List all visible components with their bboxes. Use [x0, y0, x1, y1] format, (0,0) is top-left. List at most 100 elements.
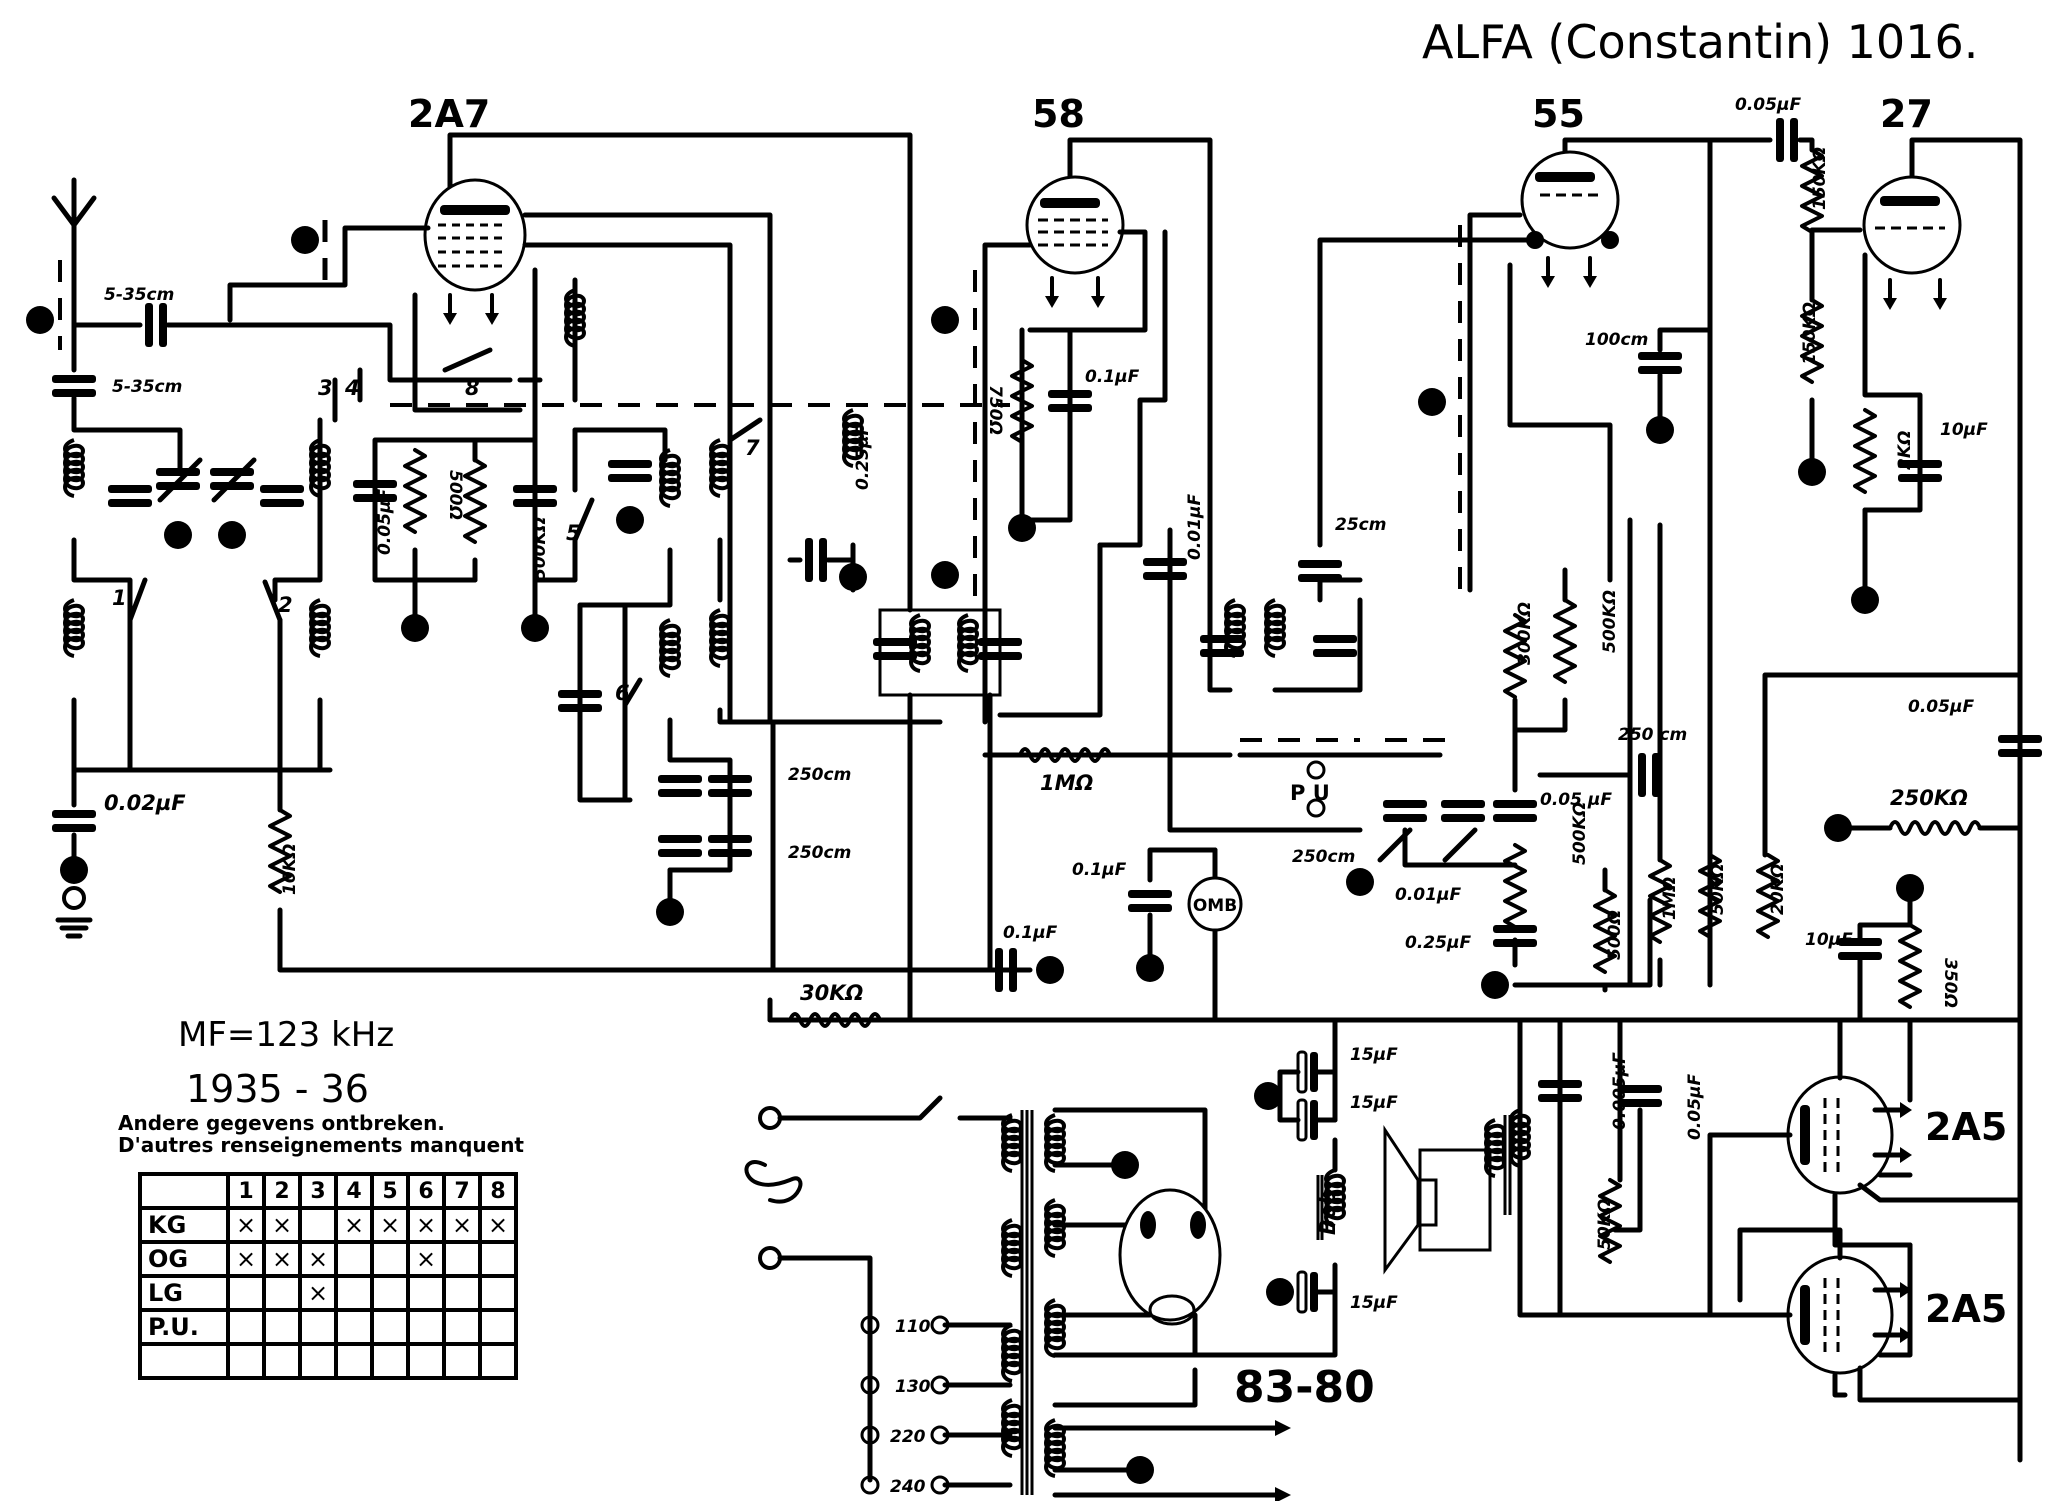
table-cell: [334, 1274, 374, 1312]
tube-label-rectifier: 83-80: [1234, 1362, 1375, 1413]
tap-220-label: 220: [890, 1427, 926, 1447]
tube-2a7: 8 0.05µF 500Ω 500KΩ 5: [227, 132, 913, 723]
table-cell: [262, 1308, 302, 1346]
c-025-2-label: 0.25µF: [1405, 933, 1471, 953]
table-cell: ×: [262, 1206, 302, 1244]
table-cell: [442, 1342, 482, 1380]
c-250cm-3-label: 250cm: [1292, 847, 1355, 867]
r-10k-label: 10KΩ: [280, 844, 300, 895]
c-01-1-label: 0.1µF: [1003, 923, 1058, 943]
c-15-1-label: 15µF: [1350, 1045, 1398, 1065]
c-005-1-label: 0.05µF: [375, 489, 395, 555]
table-header-row: 1 2 3 4 5 6 7 8: [138, 1172, 518, 1210]
omb-label: OMB: [1193, 896, 1237, 916]
row-header: OG: [138, 1240, 230, 1278]
table-row: OG××××: [138, 1240, 518, 1278]
table-cell: [298, 1342, 338, 1380]
table-cell: [262, 1342, 302, 1380]
c-01-2-label: 0.1µF: [1085, 367, 1140, 387]
r-150k-1-label: 150KΩ: [1810, 147, 1830, 210]
pu-label: P U: [1290, 781, 1330, 805]
r-300k-label: 300KΩ: [1515, 602, 1535, 665]
table-row: [138, 1342, 518, 1380]
table-cell: [478, 1342, 518, 1380]
switch-2-label: 2: [278, 593, 293, 617]
table-cell: [334, 1308, 374, 1346]
power-supply: 110 130 220 240: [744, 1017, 1398, 1501]
table-cell: [226, 1342, 266, 1380]
table-cell: [478, 1240, 518, 1278]
tap-240-label: 240: [890, 1477, 926, 1497]
switch-7-label: 7: [745, 436, 760, 460]
c-025-label: 0.25µF: [853, 424, 873, 490]
r-500-label: 500Ω: [445, 470, 465, 520]
table-cell: [442, 1308, 482, 1346]
switch-6-label: 6: [615, 681, 630, 705]
table-cell: [478, 1274, 518, 1312]
tube-58: 750Ω 0.1µF 1MΩ 0.01µF: [982, 137, 1243, 833]
band-switch-table: 1 2 3 4 5 6 7 8 KG×××××××OG××××LG×P.U.: [138, 1172, 518, 1380]
table-cell: [406, 1308, 446, 1346]
row-header: P.U.: [138, 1308, 230, 1346]
row-header: KG: [138, 1206, 230, 1244]
tube-label-55: 55: [1532, 92, 1585, 136]
table-cell: [226, 1308, 266, 1346]
tube-55: 100cm 0.05µF: [1467, 95, 1801, 988]
column-header: 3: [298, 1172, 338, 1210]
table-cell: ×: [226, 1240, 266, 1278]
ant-gnd-cap-label: 0.02µF: [104, 791, 186, 815]
french-note: D'autres renseignements manquent: [118, 1133, 524, 1157]
if-transformer-1: 30KΩ 0.1µF: [767, 270, 1064, 1028]
switch-8-label: 8: [465, 376, 480, 400]
c-005-4-label: 0.05µF: [1685, 1074, 1705, 1140]
r-500k-3-label: 500KΩ: [1570, 802, 1590, 865]
c-001-1-label: 0.01µF: [1185, 494, 1205, 560]
table-cell: [370, 1308, 410, 1346]
c-250cm-2-label: 250cm: [788, 843, 851, 863]
table-cell: ×: [262, 1240, 302, 1278]
column-header: 4: [334, 1172, 374, 1210]
tube-27: 150KΩ 150KΩ 2KΩ 10µF: [1797, 137, 2023, 1463]
output-stage: 0.05µF 250KΩ 10µF 350Ω: [1383, 672, 2042, 1403]
antenna-section: 5-35cm 5-35cm 0.02µF 1 2: [26, 177, 993, 973]
table-cell: [478, 1308, 518, 1346]
table-cell: [442, 1240, 482, 1278]
c-005-top-label: 0.05µF: [1735, 95, 1801, 115]
table-cell: ×: [298, 1274, 338, 1312]
table-cell: [370, 1240, 410, 1278]
tap-110-label: 110: [895, 1317, 931, 1337]
tube-label-27: 27: [1880, 92, 1933, 136]
table-cell: [406, 1274, 446, 1312]
table-cell: ×: [370, 1206, 410, 1244]
c-005-3-label: 0.05µF: [1908, 697, 1974, 717]
r-500k-2-label: 500KΩ: [1600, 590, 1620, 653]
years-note: 1935 - 36: [186, 1067, 369, 1111]
c-10-1-label: 10µF: [1940, 420, 1988, 440]
if-transformer-2: 25cm: [1200, 237, 1543, 693]
column-header: 2: [262, 1172, 302, 1210]
r-50k-2-label: 50KΩ: [1595, 1199, 1615, 1250]
oscillator-coils: 6 7 250cm 250cm 0.25µF: [390, 403, 1010, 973]
table-cell: [334, 1240, 374, 1278]
r-500k-1-label: 500KΩ: [530, 517, 550, 580]
r-30k-label: 30KΩ: [800, 981, 863, 1005]
r-1m-1-label: 1MΩ: [1040, 771, 1094, 795]
table-cell: ×: [334, 1206, 374, 1244]
table-cell: [226, 1274, 266, 1312]
c-005-2-label: 0.05 µF: [1540, 790, 1612, 810]
tap-130-label: 130: [895, 1377, 931, 1397]
r-150k-2-label: 150KΩ: [1800, 302, 1820, 365]
table-cell: [370, 1342, 410, 1380]
switch-4-label: 4: [344, 376, 360, 400]
table-cell: [298, 1308, 338, 1346]
table-row: KG×××××××: [138, 1206, 518, 1244]
switch-3-label: 3: [318, 376, 333, 400]
table-corner: [138, 1172, 230, 1210]
r-250k-label: 250KΩ: [1890, 786, 1968, 810]
column-header: 6: [406, 1172, 446, 1210]
r-500-2-label: 500Ω: [1605, 910, 1625, 960]
tube-label-2a7: 2A7: [408, 92, 490, 136]
r-1m-2-label: 1MΩ: [1660, 877, 1680, 920]
c-250cm-1-label: 250cm: [788, 765, 851, 785]
